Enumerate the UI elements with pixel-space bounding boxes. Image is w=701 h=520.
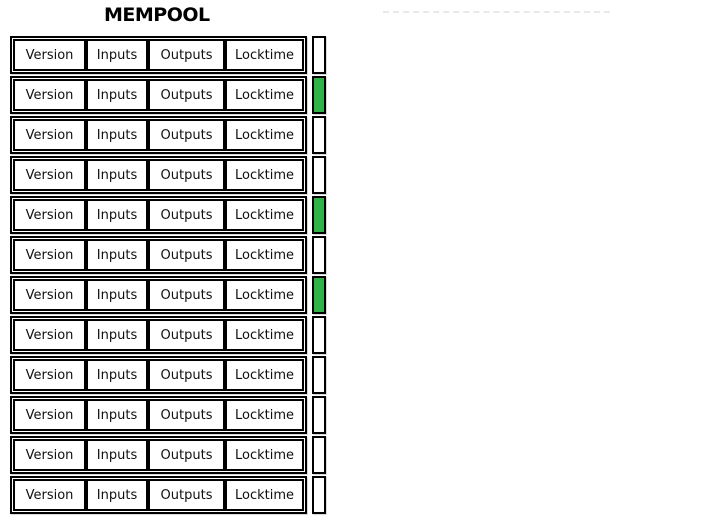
inputs-cell: Inputs: [86, 239, 148, 271]
status-indicator: [312, 436, 326, 474]
locktime-cell: Locktime: [225, 439, 304, 471]
outputs-cell: Outputs: [148, 239, 225, 271]
status-indicator: [312, 36, 326, 74]
locktime-cell: Locktime: [225, 79, 304, 111]
version-cell: Version: [13, 39, 86, 71]
version-cell: Version: [13, 119, 86, 151]
status-indicator: [312, 236, 326, 274]
inputs-cell: Inputs: [86, 199, 148, 231]
version-cell: Version: [13, 479, 86, 511]
locktime-cell: Locktime: [225, 239, 304, 271]
version-cell: Version: [13, 399, 86, 431]
locktime-cell: Locktime: [225, 359, 304, 391]
inputs-cell: Inputs: [86, 79, 148, 111]
inputs-cell: Inputs: [86, 119, 148, 151]
inputs-cell: Inputs: [86, 319, 148, 351]
version-cell: Version: [13, 159, 86, 191]
locktime-cell: Locktime: [225, 399, 304, 431]
inputs-cell: Inputs: [86, 159, 148, 191]
status-indicator: [312, 316, 326, 354]
status-indicator: [312, 76, 326, 114]
status-indicator: [312, 396, 326, 434]
version-cell: Version: [13, 319, 86, 351]
outputs-cell: Outputs: [148, 279, 225, 311]
inputs-cell: Inputs: [86, 399, 148, 431]
version-cell: Version: [13, 239, 86, 271]
inputs-cell: Inputs: [86, 439, 148, 471]
outputs-cell: Outputs: [148, 159, 225, 191]
outputs-cell: Outputs: [148, 439, 225, 471]
inputs-cell: Inputs: [86, 39, 148, 71]
status-indicator: [312, 476, 326, 514]
version-cell: Version: [13, 359, 86, 391]
outputs-cell: Outputs: [148, 399, 225, 431]
locktime-cell: Locktime: [225, 119, 304, 151]
dashed-divider: [383, 11, 610, 13]
locktime-cell: Locktime: [225, 479, 304, 511]
version-cell: Version: [13, 439, 86, 471]
outputs-cell: Outputs: [148, 79, 225, 111]
locktime-cell: Locktime: [225, 159, 304, 191]
outputs-cell: Outputs: [148, 359, 225, 391]
inputs-cell: Inputs: [86, 479, 148, 511]
outputs-cell: Outputs: [148, 39, 225, 71]
outputs-cell: Outputs: [148, 119, 225, 151]
locktime-cell: Locktime: [225, 199, 304, 231]
locktime-cell: Locktime: [225, 39, 304, 71]
version-cell: Version: [13, 279, 86, 311]
mempool-title: MEMPOOL: [104, 4, 210, 26]
status-indicator: [312, 196, 326, 234]
inputs-cell: Inputs: [86, 359, 148, 391]
version-cell: Version: [13, 199, 86, 231]
status-indicator: [312, 156, 326, 194]
version-cell: Version: [13, 79, 86, 111]
status-indicator: [312, 116, 326, 154]
status-indicator: [312, 356, 326, 394]
inputs-cell: Inputs: [86, 279, 148, 311]
outputs-cell: Outputs: [148, 319, 225, 351]
status-indicator: [312, 276, 326, 314]
outputs-cell: Outputs: [148, 479, 225, 511]
outputs-cell: Outputs: [148, 199, 225, 231]
locktime-cell: Locktime: [225, 319, 304, 351]
locktime-cell: Locktime: [225, 279, 304, 311]
